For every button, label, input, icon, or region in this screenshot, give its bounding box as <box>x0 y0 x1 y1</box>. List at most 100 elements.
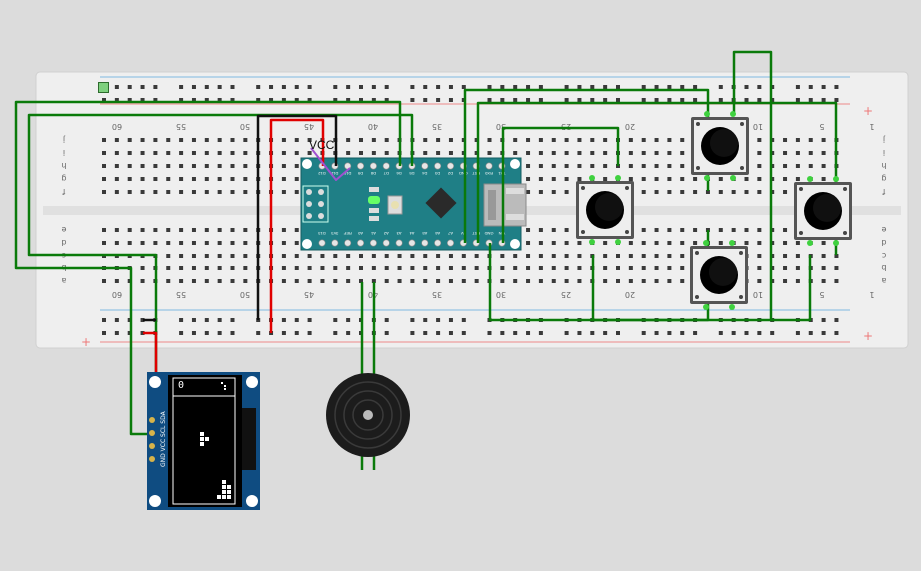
column-number-bottom: 1 <box>869 290 874 299</box>
nano-pin-label: D10 <box>343 171 351 176</box>
power-rail-plus: + <box>863 104 873 118</box>
row-letter: g <box>881 174 886 183</box>
column-number-top: 25 <box>561 122 571 131</box>
led-rx <box>369 216 379 221</box>
button-3[interactable] <box>690 240 748 310</box>
row-letter: h <box>61 161 66 170</box>
column-number-bottom: 55 <box>176 290 186 299</box>
nano-pin-label: REF <box>343 231 352 236</box>
nano-pin-label: D7 <box>383 171 389 176</box>
nano-pin-label: D6 <box>396 171 402 176</box>
row-letter: j <box>883 135 886 144</box>
led-tx <box>369 208 379 213</box>
column-number-top: 40 <box>368 122 378 131</box>
oled-pins <box>149 417 155 462</box>
nano-pin-label: A0 <box>357 231 363 236</box>
nano-pin-headers: D12D13D113V3D10REFD9A0D8A1D7A2D6A3D5A4D4… <box>318 162 506 247</box>
led-pwr <box>368 196 380 204</box>
row-letter: a <box>881 276 886 285</box>
wire-btn-top <box>732 50 773 320</box>
microcontroller-chip <box>425 187 457 219</box>
column-number-bottom: 45 <box>304 290 314 299</box>
row-letter: h <box>881 161 886 170</box>
nano-pin-label: A4 <box>409 231 415 236</box>
wire-gnd <box>256 114 338 320</box>
nano-pin-label: 5V <box>461 231 466 236</box>
column-number-top: 50 <box>240 122 250 131</box>
row-letter: i <box>883 148 885 157</box>
row-letter: d <box>881 238 886 247</box>
nano-pin-label: GND <box>484 231 493 236</box>
nano-pin-label: RST <box>472 171 481 176</box>
nano-pin-label: D5 <box>409 171 415 176</box>
button-1[interactable] <box>576 175 634 245</box>
column-number-bottom: 25 <box>561 290 571 299</box>
wire-btn-gnd <box>591 255 812 322</box>
nano-pin-label: A2 <box>383 231 389 236</box>
button-2[interactable] <box>691 111 749 181</box>
row-letter: c <box>882 251 886 260</box>
piezo-buzzer[interactable] <box>326 373 410 457</box>
column-number-top: 5 <box>819 122 824 131</box>
nano-pin-label: TX1 <box>497 171 505 176</box>
nano-pin-label: A3 <box>396 231 402 236</box>
row-letter: f <box>882 187 885 196</box>
row-letter: e <box>881 225 886 234</box>
power-rail-plus: + <box>81 335 91 349</box>
tetris-pieces <box>200 382 231 499</box>
column-number-bottom: 60 <box>112 290 122 299</box>
row-letter: e <box>61 225 66 234</box>
led-l <box>369 187 379 192</box>
column-number-top: 45 <box>304 122 314 131</box>
column-number-top: 20 <box>625 122 635 131</box>
nano-pin-label: A6 <box>434 231 440 236</box>
probe-label: VCC <box>309 138 335 152</box>
nano-pin-label: D13 <box>318 231 326 236</box>
nano-pin-label: RX0 <box>484 171 493 176</box>
wire-5v <box>269 118 325 333</box>
nano-pin-label: D4 <box>421 171 427 176</box>
power-rail-plus: + <box>863 329 873 343</box>
column-number-top: 35 <box>432 122 442 131</box>
row-letter: i <box>63 148 65 157</box>
wire-scl <box>27 113 414 430</box>
nano-pin-label: D3 <box>434 171 440 176</box>
oled-display[interactable]: GND VCC SCL SDA <box>147 372 260 510</box>
row-letter: a <box>61 276 66 285</box>
row-letter: d <box>61 238 66 247</box>
vcc-probe <box>310 147 351 181</box>
column-number-bottom: 5 <box>819 290 824 299</box>
wire-btn-bus-4 <box>501 126 620 243</box>
button-4[interactable] <box>794 176 852 246</box>
row-letter: j <box>63 135 66 144</box>
row-letter: b <box>881 263 886 272</box>
oled-score: 0 <box>178 380 185 391</box>
column-number-top: 10 <box>753 122 763 131</box>
component-toggle[interactable] <box>98 82 109 93</box>
arduino-nano[interactable]: D12D13D113V3D10REFD9A0D8A1D7A2D6A3D5A4D4… <box>300 157 527 251</box>
nano-pin-label: A5 <box>422 231 428 236</box>
nano-pin-label: A1 <box>370 231 376 236</box>
row-letter: f <box>62 187 65 196</box>
column-number-bottom: 20 <box>625 290 635 299</box>
column-number-top: 1 <box>869 122 874 131</box>
nano-pin-label: RST <box>472 231 481 236</box>
nano-pin-label: D11 <box>331 171 339 176</box>
column-number-bottom: 35 <box>432 290 442 299</box>
wire-sda <box>14 100 402 436</box>
nano-pin-label: A7 <box>447 231 453 236</box>
column-number-top: 55 <box>176 122 186 131</box>
column-number-bottom: 50 <box>240 290 250 299</box>
push-buttons[interactable] <box>576 111 852 310</box>
nano-pin-label: 3V3 <box>331 231 339 236</box>
nano-pin-label: GND <box>459 171 468 176</box>
nano-pin-label: D2 <box>447 171 453 176</box>
column-number-top: 30 <box>496 122 506 131</box>
nano-pin-label: D9 <box>357 171 363 176</box>
column-number-bottom: 10 <box>753 290 763 299</box>
oled-pin-labels: GND VCC SCL SDA <box>160 410 167 467</box>
column-number-top: 60 <box>112 122 122 131</box>
nano-pin-label: D8 <box>370 171 376 176</box>
